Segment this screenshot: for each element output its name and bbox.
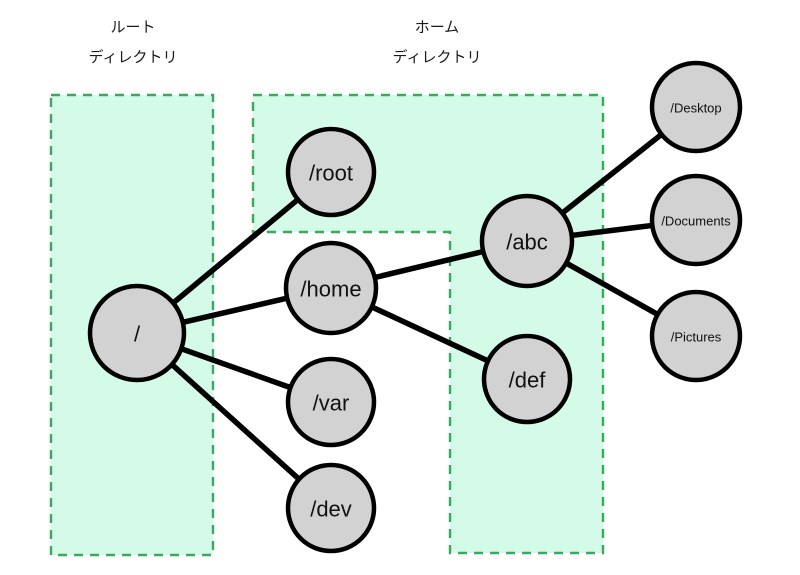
node-dev[interactable]: /dev (285, 462, 377, 554)
node-def[interactable]: /def (481, 333, 573, 425)
node-desktop-circle[interactable] (649, 60, 743, 154)
node-abc[interactable]: /abc (479, 193, 575, 289)
node-abc-label: /abc (506, 230, 548, 255)
edge-home-def (367, 303, 493, 365)
node-home[interactable]: /home (283, 240, 379, 336)
node-dev-circle[interactable] (285, 462, 377, 554)
node-root-dir-label: /root (309, 161, 353, 186)
root-directory-region-label-line2: ディレクトリ (89, 48, 178, 66)
edges-layer (167, 130, 666, 484)
edge-abc-pictures (561, 259, 663, 319)
node-root-label: / (134, 322, 141, 347)
node-documents[interactable]: /Documents (649, 173, 743, 267)
node-var[interactable]: /var (285, 356, 377, 448)
node-var-label: /var (313, 391, 350, 416)
node-home-circle[interactable] (283, 240, 379, 336)
edge-root-dev (167, 360, 304, 484)
node-root[interactable]: / (87, 283, 187, 383)
node-desktop[interactable]: /Desktop (649, 60, 743, 154)
node-def-circle[interactable] (481, 333, 573, 425)
node-home-label: /home (300, 277, 361, 302)
node-documents-label: /Documents (661, 214, 731, 229)
node-pictures-circle[interactable] (649, 289, 743, 383)
home-directory-region-label-line1: ホーム (415, 19, 460, 36)
edge-root-rootdir (168, 195, 303, 308)
nodes-layer: / /root/home/var/dev/abc/def/Desktop/Docu… (87, 60, 743, 554)
node-var-circle[interactable] (285, 356, 377, 448)
node-root-circle[interactable] (87, 283, 187, 383)
edge-abc-desktop (557, 130, 666, 218)
node-desktop-label: /Desktop (670, 101, 721, 116)
node-documents-circle[interactable] (649, 173, 743, 267)
root-directory-region-label-line1: ルート (110, 19, 155, 36)
node-def-label: /def (509, 368, 547, 393)
node-abc-circle[interactable] (479, 193, 575, 289)
edge-root-var (176, 345, 296, 392)
node-root-dir[interactable]: /root (285, 126, 377, 218)
edge-home-abc (370, 248, 488, 281)
node-pictures[interactable]: /Pictures (649, 289, 743, 383)
node-dev-label: /dev (310, 497, 352, 522)
home-directory-region-label-line2: ディレクトリ (393, 48, 482, 66)
edge-abc-documents (566, 222, 658, 239)
edge-root-home (178, 294, 292, 326)
node-pictures-label: /Pictures (671, 330, 722, 345)
node-root-dir-circle[interactable] (285, 126, 377, 218)
